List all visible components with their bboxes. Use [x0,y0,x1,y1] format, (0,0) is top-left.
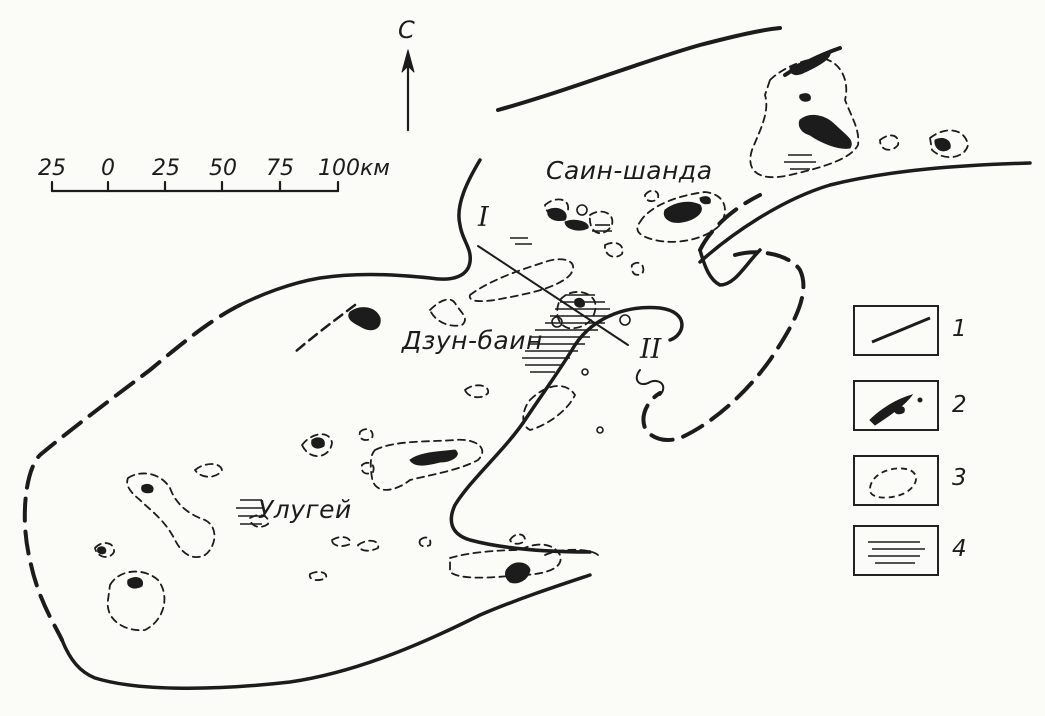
legend-number-1: 1 [952,316,967,342]
legend-dashed-outline-icon [869,467,917,499]
scale-tick-75: 75 [266,156,294,181]
place-dzun-bain: Дзун-баин [402,326,543,355]
scale-tick-50: 50 [209,156,237,181]
basin-boundary-south [60,573,592,691]
scale-unit: км [360,156,390,181]
boundary-north-line [496,26,782,112]
section-line [477,245,629,346]
legend-hatch-lines-icon [868,541,925,564]
north-label: С [398,16,415,44]
boundary-east-line [698,161,1032,264]
scale-tick-100-value: 100 [318,156,360,181]
legend-solid-line-icon [871,316,931,344]
scale-tick-100: 100км [318,158,390,180]
scale-tick-0: 0 [101,156,115,181]
place-sain-shanda: Саин-шанда [546,156,713,185]
inner-boundary [449,305,684,554]
section-start-label: I [478,202,489,233]
north-arrow-icon [401,49,415,132]
scale-tick-neg25: 25 [38,156,66,181]
small-circles [551,204,631,434]
legend-number-3: 3 [952,465,967,491]
legend-dark-fill-icon [869,394,923,426]
place-ulugei: Улугей [258,495,352,524]
hatch-areas [236,154,816,525]
legend-box-3 [853,455,939,506]
legend-number-4: 4 [952,536,967,562]
basin-boundary-dashed-west [22,303,242,642]
scale-tick-25: 25 [152,156,180,181]
legend-number-2: 2 [952,392,967,418]
basin-boundary-solid [238,158,482,307]
section-end-label: II [640,334,662,365]
legend-box-4 [853,525,939,576]
dark-bodies [97,51,951,589]
scale-bar [50,180,340,193]
